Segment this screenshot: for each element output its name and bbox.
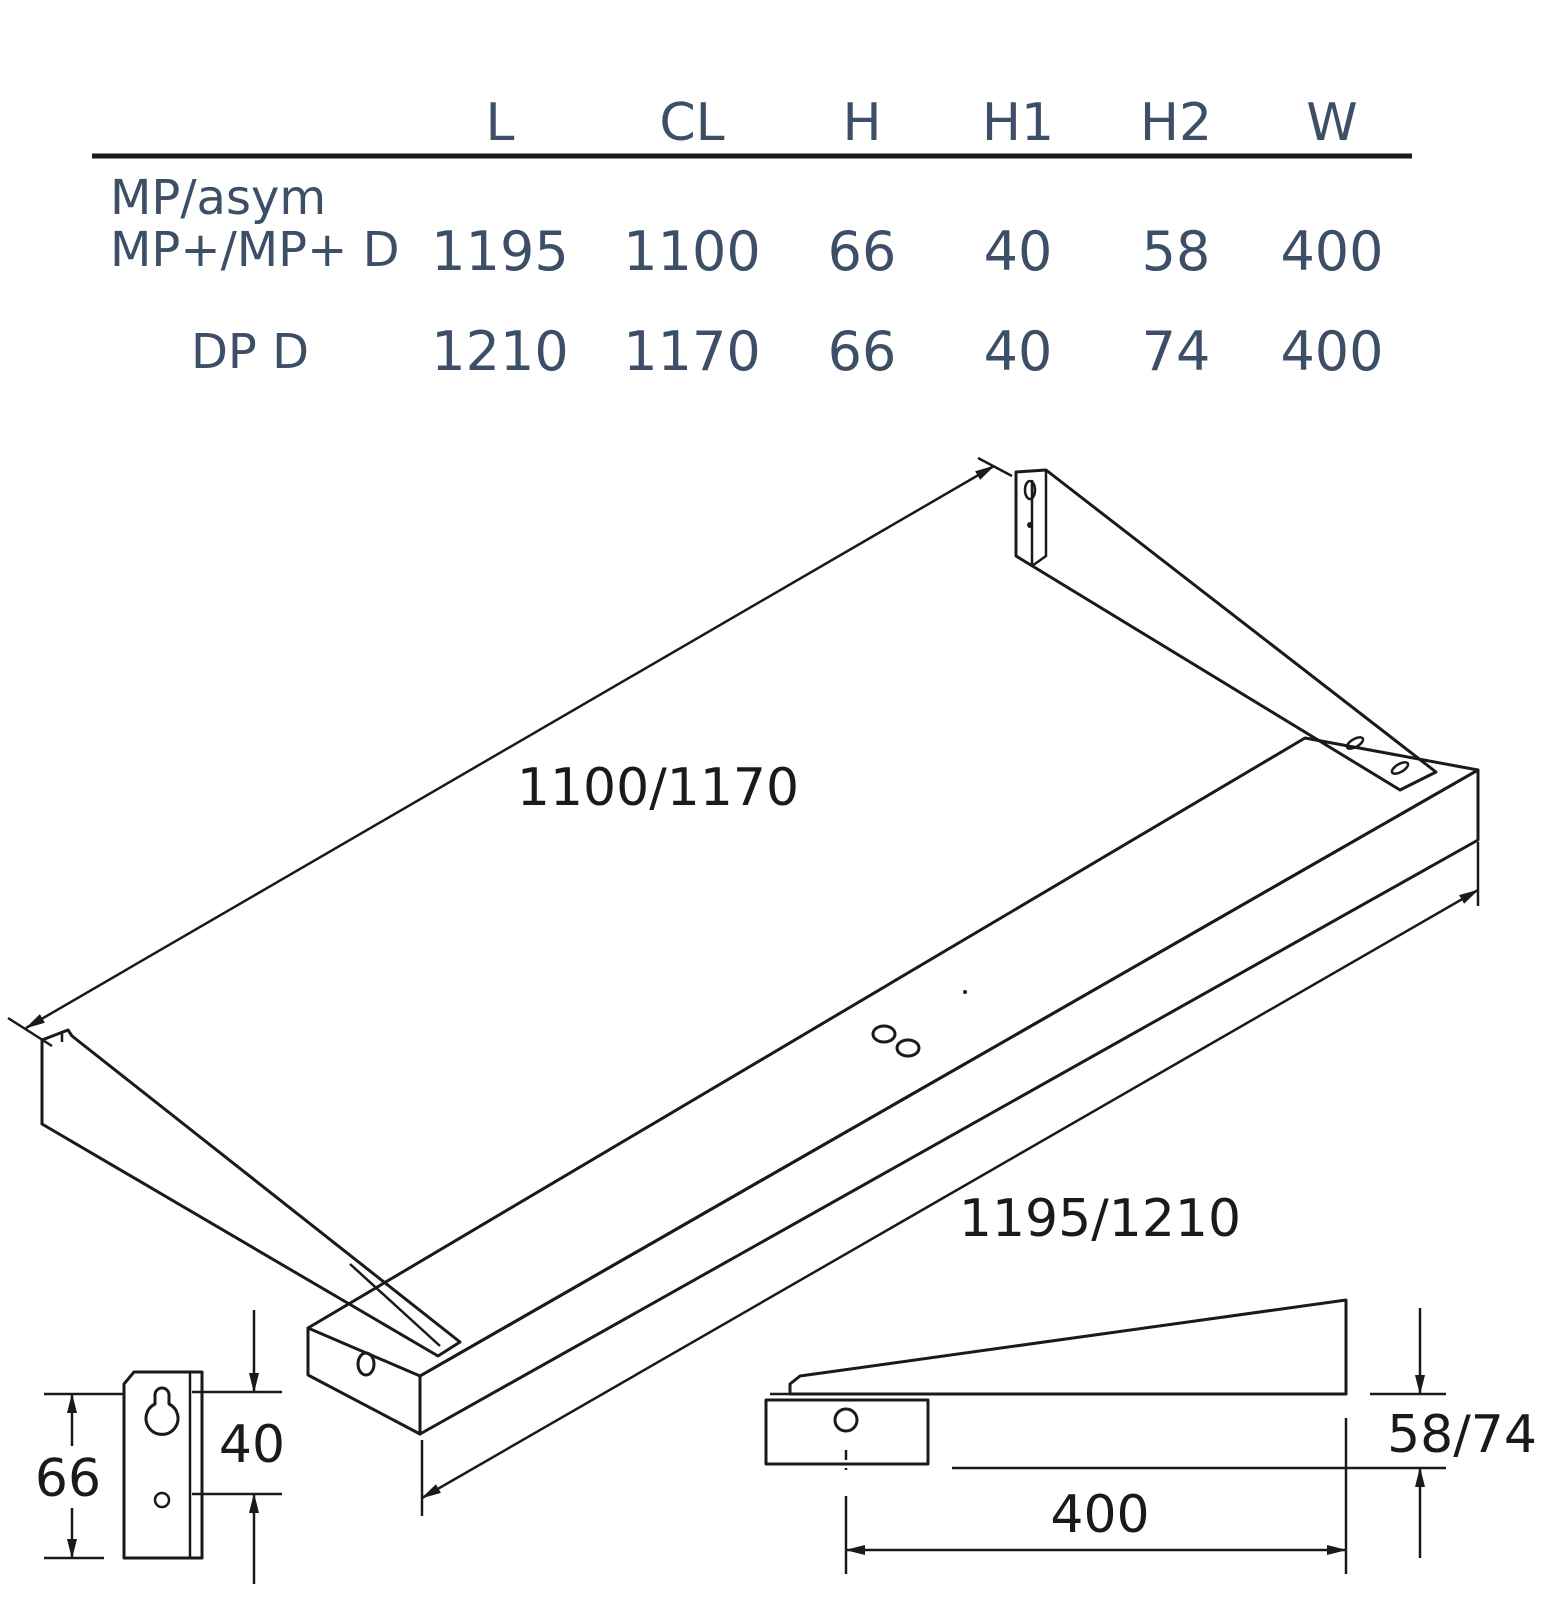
- dimension-label-hole-spacing: 40: [219, 1415, 285, 1475]
- dimension-table: L CL H H1 H2 W MP/asym MP+/MP+ D 1195 11…: [92, 93, 1412, 383]
- wall-plate: [764, 1398, 930, 1466]
- side-hole-icon: [833, 1407, 859, 1433]
- table-cell: 66: [828, 320, 897, 383]
- table-header-w: W: [1306, 93, 1357, 153]
- dimension-label-side-height: 58/74: [1387, 1405, 1537, 1465]
- bracket-plate: [122, 1370, 204, 1560]
- shelf-isometric-view: 1100/1170 1195/1210: [7, 456, 1480, 1516]
- table-cell: 66: [828, 220, 897, 283]
- table-cell: 1210: [431, 320, 568, 383]
- right-bracket-inner-edge: [1015, 470, 1048, 568]
- slot-icon: [1390, 761, 1410, 775]
- dimension-label-center-length: 1100/1170: [517, 758, 799, 818]
- table-cell: 400: [1280, 220, 1383, 283]
- end-hole-icon: [356, 1351, 376, 1377]
- right-bracket: [1014, 468, 1438, 792]
- table-header-h2: H2: [1140, 93, 1212, 153]
- dimension-label-width: 400: [1050, 1485, 1149, 1545]
- shelf-top-face: [306, 736, 1480, 1378]
- table-cell: 58: [1142, 220, 1211, 283]
- keyhole-slot-icon: [144, 1386, 180, 1436]
- table-header-cl: CL: [659, 93, 724, 153]
- left-bracket-inner-edge: [60, 1032, 441, 1347]
- extension-line: [977, 456, 1013, 478]
- table-header-h1: H1: [982, 93, 1054, 153]
- bracket-side-view: 58/74 400: [764, 1298, 1537, 1574]
- table-row-label: MP+/MP+ D: [110, 222, 400, 278]
- table-header-h: H: [842, 93, 881, 153]
- shelf-left-end-face: [306, 1326, 422, 1436]
- mount-hole-icon: [1023, 479, 1037, 501]
- dimension-label-bracket-height: 66: [35, 1449, 101, 1509]
- bracket-front-view: 66 40: [35, 1310, 285, 1584]
- table-row-label: MP/asym: [110, 170, 326, 226]
- table-cell: 40: [984, 220, 1053, 283]
- table-cell: 1195: [431, 220, 568, 283]
- table-cell: 1170: [623, 320, 760, 383]
- shelf-point-icon: [963, 990, 967, 994]
- table-header-l: L: [486, 93, 515, 153]
- screw-hole-icon: [1027, 522, 1033, 528]
- side-view-profile: [788, 1298, 1348, 1396]
- dimension-line-overall-length: [421, 888, 1479, 1500]
- shelf-hole-icon: [871, 1024, 897, 1044]
- table-cell: 74: [1142, 320, 1211, 383]
- table-cell: 1100: [623, 220, 760, 283]
- table-row-label: DP D: [191, 324, 309, 380]
- table-cell: 40: [984, 320, 1053, 383]
- dimension-label-overall-length: 1195/1210: [959, 1189, 1241, 1249]
- dimension-line-center-length: [25, 464, 995, 1030]
- extension-line: [7, 1016, 53, 1048]
- shelf-front-face: [418, 768, 1480, 1436]
- screw-hole-icon: [153, 1491, 171, 1509]
- table-cell: 400: [1280, 320, 1383, 383]
- shelf-hole-icon: [895, 1038, 921, 1058]
- slot-icon: [1345, 736, 1365, 750]
